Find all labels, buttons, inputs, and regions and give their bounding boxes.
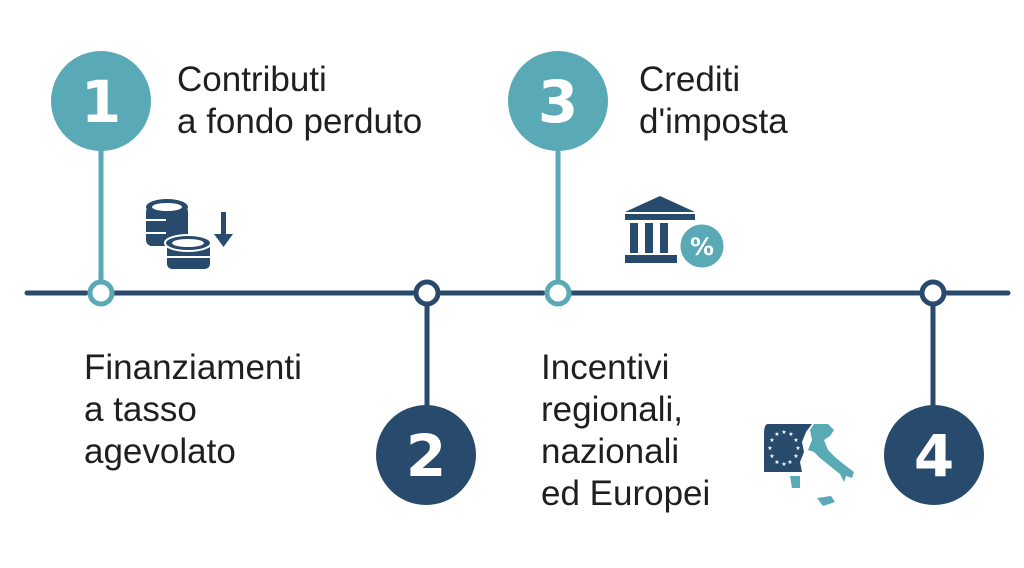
svg-text:★: ★ — [781, 429, 786, 436]
step-number: 4 — [914, 422, 954, 490]
timeline-node — [87, 279, 115, 307]
step-label-line: Incentivi — [541, 348, 669, 387]
step-number-badge — [508, 51, 608, 151]
svg-text:★: ★ — [788, 431, 793, 438]
svg-text:★: ★ — [774, 459, 779, 466]
step-label-line: nazionali — [541, 432, 679, 471]
step-number: 2 — [406, 422, 446, 490]
step-label-line: agevolato — [84, 432, 236, 471]
svg-text:★: ★ — [795, 445, 800, 452]
step-number-badge — [51, 51, 151, 151]
svg-text:★: ★ — [787, 459, 792, 466]
svg-text:★: ★ — [781, 461, 786, 468]
svg-text:★: ★ — [769, 453, 774, 460]
svg-text:★: ★ — [774, 431, 779, 438]
svg-text:★: ★ — [793, 437, 798, 444]
step-2: 2 Finanziamenti a tasso agevolato — [84, 279, 476, 505]
step-4: 4 Incentivi regionali, nazionali ed Euro… — [541, 279, 984, 513]
step-label-line: a fondo perduto — [177, 102, 422, 141]
svg-text:★: ★ — [769, 437, 774, 444]
step-label-line: Contributi — [177, 60, 327, 99]
step-number: 1 — [81, 68, 121, 136]
step-1: 1 Contributi a fondo perduto — [51, 51, 422, 307]
step-label-line: Finanziamenti — [84, 348, 302, 387]
step-label-line: Crediti — [639, 60, 740, 99]
step-number: 3 — [538, 68, 578, 136]
bank-percent-icon: % — [625, 196, 727, 271]
timeline-node — [544, 279, 572, 307]
svg-text:★: ★ — [793, 453, 798, 460]
svg-text:%: % — [690, 233, 714, 261]
step-number-badge — [376, 405, 476, 505]
eu-italy-map-icon: ★★★ ★★★ ★★★ ★★★ — [764, 424, 854, 506]
coins-down-icon — [146, 199, 233, 271]
timeline-node — [413, 279, 441, 307]
svg-text:★: ★ — [767, 445, 772, 452]
step-label-line: a tasso — [84, 390, 197, 429]
timeline-node — [919, 279, 947, 307]
step-number-badge — [884, 405, 984, 505]
step-label-line: regionali, — [541, 390, 683, 429]
step-label-line: d'imposta — [639, 102, 788, 141]
step-3: 3 Crediti d'imposta % — [508, 51, 788, 307]
step-label-line: ed Europei — [541, 474, 710, 513]
